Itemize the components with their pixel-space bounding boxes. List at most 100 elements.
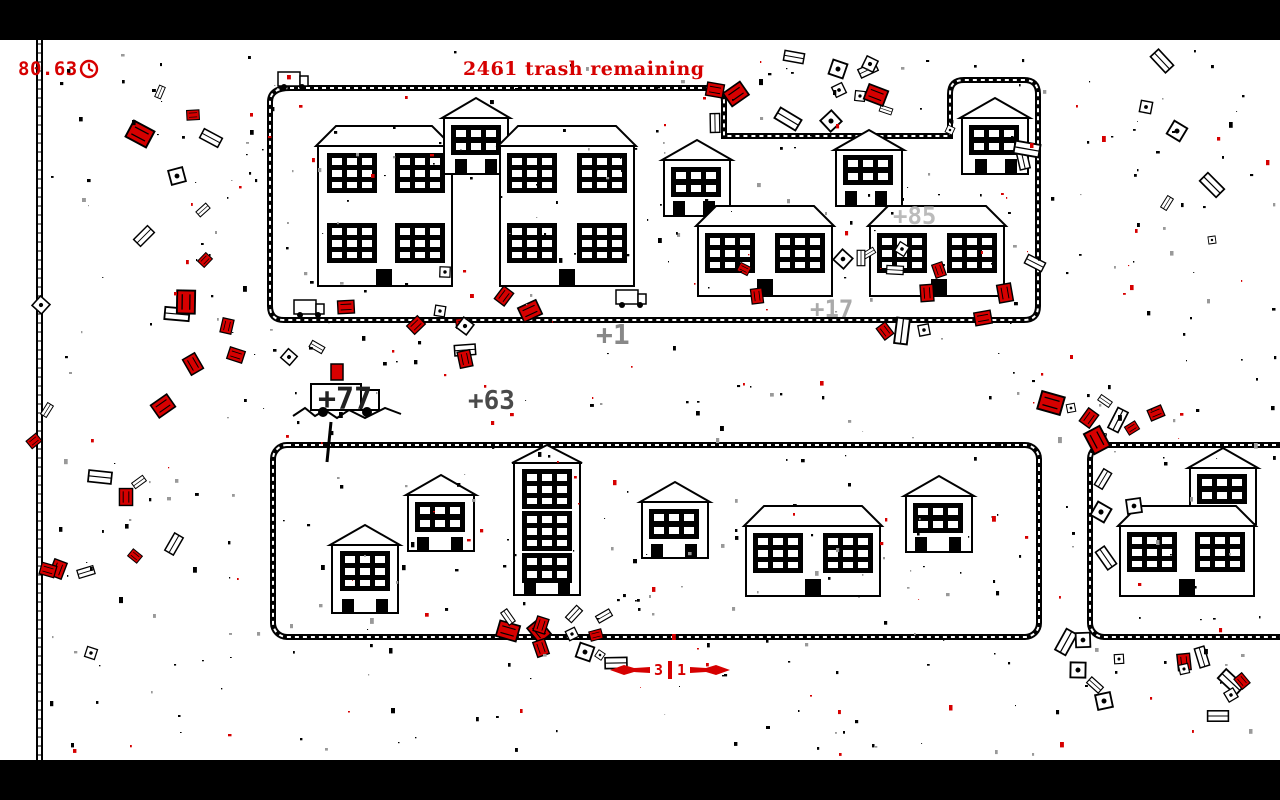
debris-speck bbox=[858, 595, 860, 598]
debris-speck bbox=[536, 217, 538, 218]
debris-speck bbox=[1111, 136, 1114, 138]
debris-speck bbox=[707, 643, 710, 648]
trash-bag-icon[interactable] bbox=[1065, 402, 1077, 414]
debris-speck bbox=[1219, 628, 1223, 633]
debris-speck bbox=[444, 374, 447, 377]
debris-speck bbox=[525, 400, 527, 401]
debris-speck bbox=[817, 747, 820, 750]
trash-bin-icon[interactable] bbox=[456, 348, 474, 370]
debris-speck bbox=[175, 479, 179, 483]
couch-icon[interactable] bbox=[709, 112, 721, 134]
debris-speck bbox=[962, 256, 965, 258]
couch-icon[interactable] bbox=[1160, 195, 1174, 211]
trash-bag-icon[interactable] bbox=[1094, 691, 1114, 711]
couch-icon[interactable] bbox=[87, 469, 113, 485]
couch-icon[interactable] bbox=[856, 249, 866, 267]
trash-bin-icon[interactable] bbox=[1078, 407, 1100, 429]
trash-bin-icon[interactable] bbox=[919, 283, 935, 303]
debris-speck bbox=[720, 426, 724, 431]
couch-icon[interactable] bbox=[198, 127, 224, 149]
debris-speck bbox=[1087, 141, 1090, 144]
couch-icon[interactable] bbox=[132, 224, 156, 248]
garbage-truck-parked-2 bbox=[293, 299, 325, 318]
debris-speck bbox=[989, 396, 992, 400]
trash-bin-icon[interactable] bbox=[995, 282, 1015, 304]
debris-speck bbox=[1225, 664, 1228, 666]
trash-bag-icon[interactable] bbox=[1177, 662, 1191, 676]
trash-bin-icon[interactable] bbox=[181, 352, 205, 376]
trash-bin-icon[interactable] bbox=[1036, 390, 1066, 416]
trash-bin-icon[interactable] bbox=[127, 548, 143, 564]
debris-speck bbox=[960, 572, 962, 574]
game-world[interactable] bbox=[0, 40, 1280, 760]
trash-bag-icon[interactable] bbox=[1074, 631, 1092, 649]
debris-speck bbox=[1095, 648, 1099, 652]
couch-icon[interactable] bbox=[131, 474, 147, 490]
trash-bin-icon[interactable] bbox=[186, 109, 200, 121]
trash-bin-icon[interactable] bbox=[25, 432, 43, 450]
trash-bag-icon[interactable] bbox=[31, 295, 51, 315]
couch-icon[interactable] bbox=[878, 104, 894, 116]
trash-bin-icon[interactable] bbox=[749, 287, 765, 305]
debris-speck bbox=[1164, 661, 1167, 664]
couch-icon[interactable] bbox=[885, 264, 905, 276]
couch-icon[interactable] bbox=[782, 49, 806, 65]
trash-bin-icon[interactable] bbox=[118, 487, 134, 507]
debris-speck bbox=[631, 366, 633, 368]
trash-bag-icon[interactable] bbox=[279, 347, 299, 367]
trash-bin-icon[interactable] bbox=[175, 289, 197, 315]
debris-speck bbox=[1099, 404, 1102, 407]
debris-speck bbox=[1156, 540, 1160, 545]
trash-bag-icon[interactable] bbox=[917, 323, 931, 337]
trash-bag-icon[interactable] bbox=[167, 166, 187, 186]
debris-speck bbox=[544, 233, 547, 236]
letterbox-bottom bbox=[0, 760, 1280, 800]
debris-speck bbox=[843, 731, 845, 734]
trash-bin-icon[interactable] bbox=[226, 346, 246, 364]
trash-bag-icon[interactable] bbox=[439, 266, 451, 278]
trash-bin-icon[interactable] bbox=[973, 309, 993, 327]
trash-bag-icon[interactable] bbox=[83, 645, 99, 661]
trash-bin-icon[interactable] bbox=[1123, 420, 1141, 436]
couch-icon[interactable] bbox=[1198, 171, 1226, 199]
couch-icon[interactable] bbox=[893, 316, 911, 346]
wave-left-value: 3 bbox=[653, 661, 663, 679]
debris-speck bbox=[1273, 456, 1276, 460]
trash-bag-icon[interactable] bbox=[819, 109, 843, 133]
trash-bin-icon[interactable] bbox=[149, 393, 177, 419]
trash-bag-icon[interactable] bbox=[1138, 99, 1154, 115]
debris-speck bbox=[1203, 206, 1206, 209]
trash-bag-icon[interactable] bbox=[1125, 497, 1143, 515]
debris-speck bbox=[376, 392, 378, 395]
couch-icon[interactable] bbox=[1149, 48, 1175, 74]
trash-bin-icon[interactable] bbox=[336, 299, 356, 315]
game-playfield[interactable]: 80.63 2461 trash remaining +63 +85 +17 +… bbox=[0, 40, 1280, 760]
trash-bag-icon[interactable] bbox=[1113, 653, 1125, 665]
trash-bin-icon[interactable] bbox=[1146, 404, 1166, 422]
couch-icon[interactable] bbox=[154, 84, 166, 100]
debris-speck bbox=[414, 360, 418, 365]
couch-icon[interactable] bbox=[1206, 710, 1230, 722]
trash-bag-icon[interactable] bbox=[1207, 235, 1217, 245]
trash-bag-icon[interactable] bbox=[827, 58, 849, 80]
trash-bin-icon[interactable] bbox=[704, 81, 726, 99]
trash-bin-icon[interactable] bbox=[862, 83, 890, 107]
score-popup: +85 bbox=[893, 202, 937, 230]
trash-bin-icon[interactable] bbox=[532, 637, 550, 659]
trash-bag-icon[interactable] bbox=[574, 641, 596, 663]
trash-bag-icon[interactable] bbox=[1069, 661, 1087, 679]
couch-icon[interactable] bbox=[1054, 627, 1078, 657]
couch-icon[interactable] bbox=[164, 532, 184, 556]
trash-bag-icon[interactable] bbox=[853, 89, 867, 103]
couch-icon[interactable] bbox=[773, 106, 803, 132]
debris-speck bbox=[370, 644, 373, 648]
debris-speck bbox=[825, 212, 827, 216]
trash-bin-icon[interactable] bbox=[124, 119, 156, 149]
couch-icon[interactable] bbox=[195, 202, 211, 218]
garbage-truck-icon[interactable] bbox=[292, 363, 402, 463]
couch-icon[interactable] bbox=[1086, 676, 1104, 694]
debris-speck bbox=[590, 404, 594, 407]
trash-bag-icon[interactable] bbox=[1165, 119, 1189, 143]
trash-bag-icon[interactable] bbox=[433, 304, 447, 318]
trash-bin-icon[interactable] bbox=[875, 321, 895, 341]
